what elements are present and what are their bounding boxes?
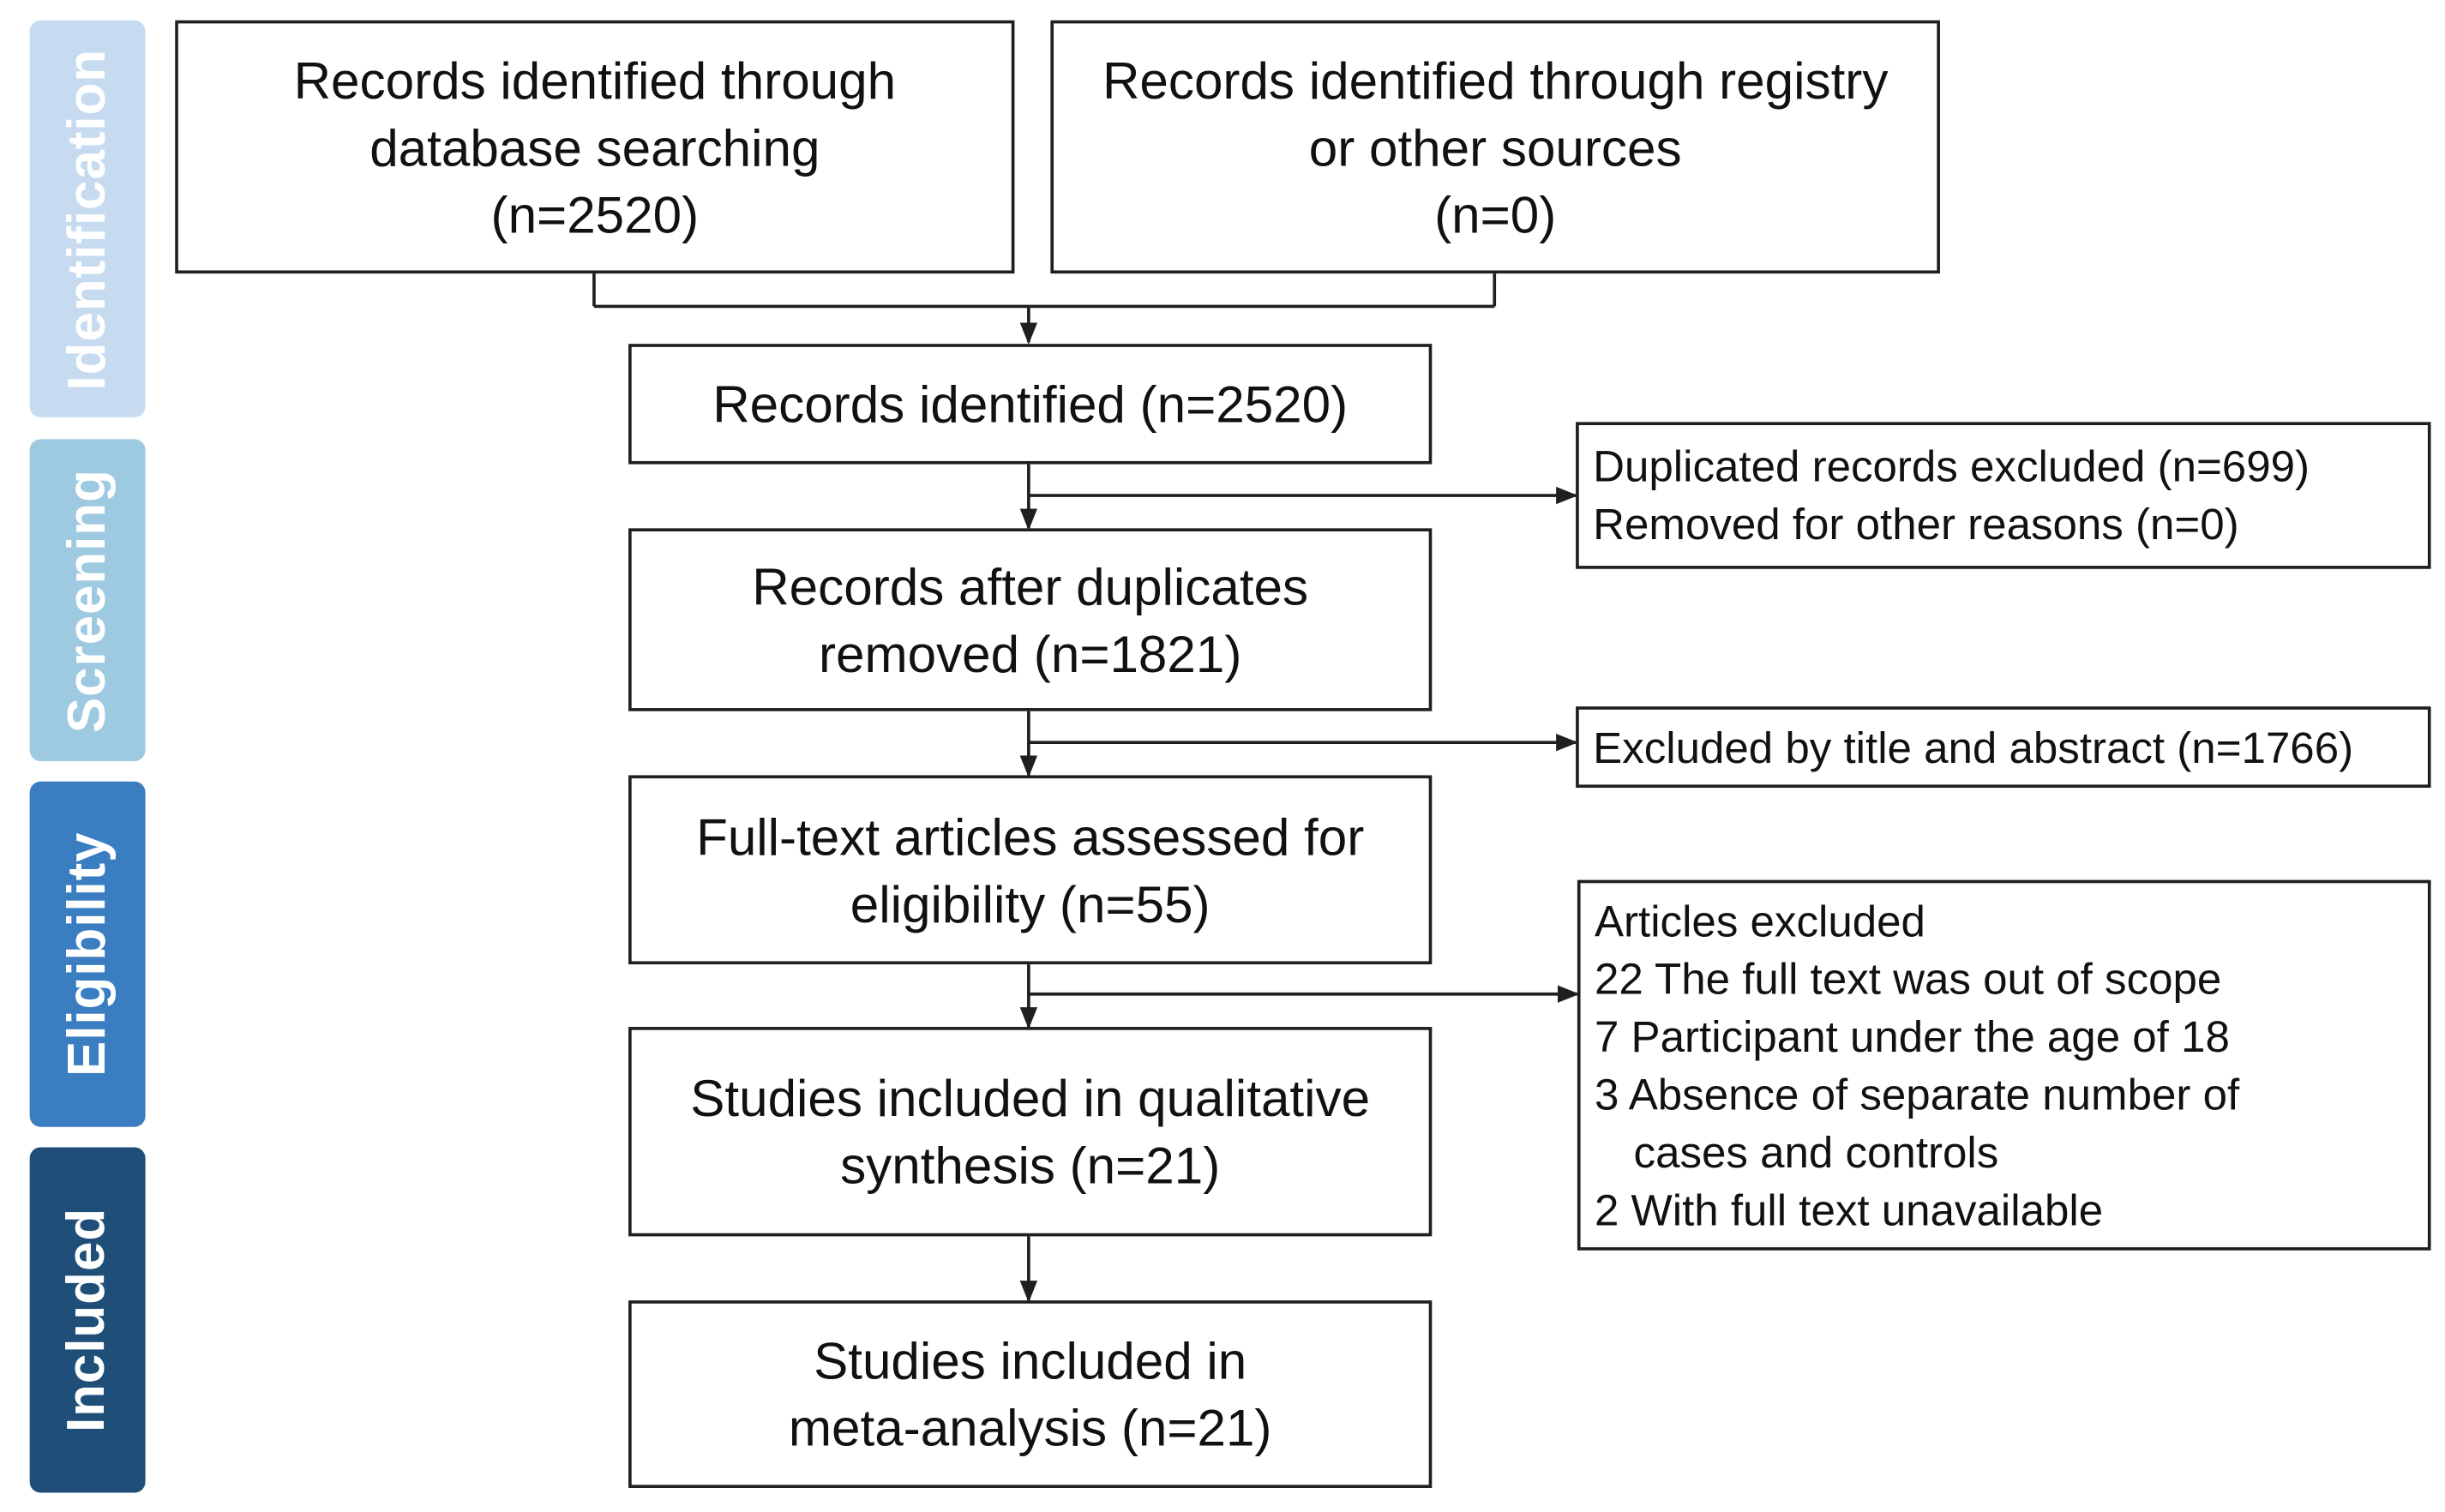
box-registry-sources: Records identified through registry or o… <box>1050 20 1940 274</box>
after-duplicates-line-2: removed (n=1821) <box>818 624 1242 682</box>
meta-line-2: meta-analysis (n=21) <box>788 1399 1272 1457</box>
box-duplicates-excluded: Duplicated records excluded (n=699) Remo… <box>1576 422 2431 569</box>
phase-included: Included <box>29 1147 146 1493</box>
identified-line-1: Records identified (n=2520) <box>712 375 1349 434</box>
duplicates-line-1: Duplicated records excluded (n=699) <box>1593 442 2310 491</box>
articles-excluded-reason-age: 7 Participant under the age of 18 <box>1594 1011 2230 1061</box>
box-after-duplicates: Records after duplicates removed (n=1821… <box>628 528 1433 711</box>
qualitative-line-1: Studies included in qualitative <box>690 1069 1371 1127</box>
box-articles-excluded: Articles excluded 22 The full text was o… <box>1577 879 2431 1251</box>
database-line-3: (n=2520) <box>490 185 700 243</box>
box-fulltext-assessed: Full-text articles assessed for eligibil… <box>628 775 1433 965</box>
phase-screening: Screening <box>29 439 146 762</box>
articles-excluded-reason-separate-cont: cases and controls <box>1633 1127 1999 1177</box>
title-abstract-line-1: Excluded by title and abstract (n=1766) <box>1593 723 2354 771</box>
box-database-searching: Records identified through database sear… <box>175 20 1015 274</box>
articles-excluded-reason-separate: 3 Absence of separate number of <box>1594 1070 2240 1119</box>
meta-line-1: Studies included in <box>814 1331 1247 1390</box>
box-meta-analysis: Studies included in meta-analysis (n=21) <box>628 1300 1433 1488</box>
box-qualitative-synthesis: Studies included in qualitative synthesi… <box>628 1027 1433 1237</box>
phase-identification: Identification <box>29 20 146 417</box>
duplicates-line-2: Removed for other reasons (n=0) <box>1593 500 2239 549</box>
registry-line-3: (n=0) <box>1434 185 1557 243</box>
registry-line-2: or other sources <box>1308 117 1682 177</box>
phase-eligibility: Eligibility <box>29 781 146 1127</box>
fulltext-line-1: Full-text articles assessed for <box>696 807 1365 866</box>
box-records-identified: Records identified (n=2520) <box>628 344 1433 465</box>
articles-excluded-heading: Articles excluded <box>1594 896 1925 945</box>
box-title-abstract-excluded: Excluded by title and abstract (n=1766) <box>1576 706 2431 789</box>
database-line-1: Records identified through <box>293 51 897 109</box>
qualitative-line-2: synthesis (n=21) <box>840 1136 1221 1195</box>
articles-excluded-reason-unavailable: 2 With full text unavailable <box>1594 1185 2104 1234</box>
fulltext-line-2: eligibility (n=55) <box>850 874 1210 933</box>
database-line-2: database searching <box>369 117 820 177</box>
articles-excluded-reason-scope: 22 The full text was out of scope <box>1594 954 2222 1003</box>
registry-line-1: Records identified through registry <box>1102 51 1889 109</box>
after-duplicates-line-1: Records after duplicates <box>752 557 1309 615</box>
